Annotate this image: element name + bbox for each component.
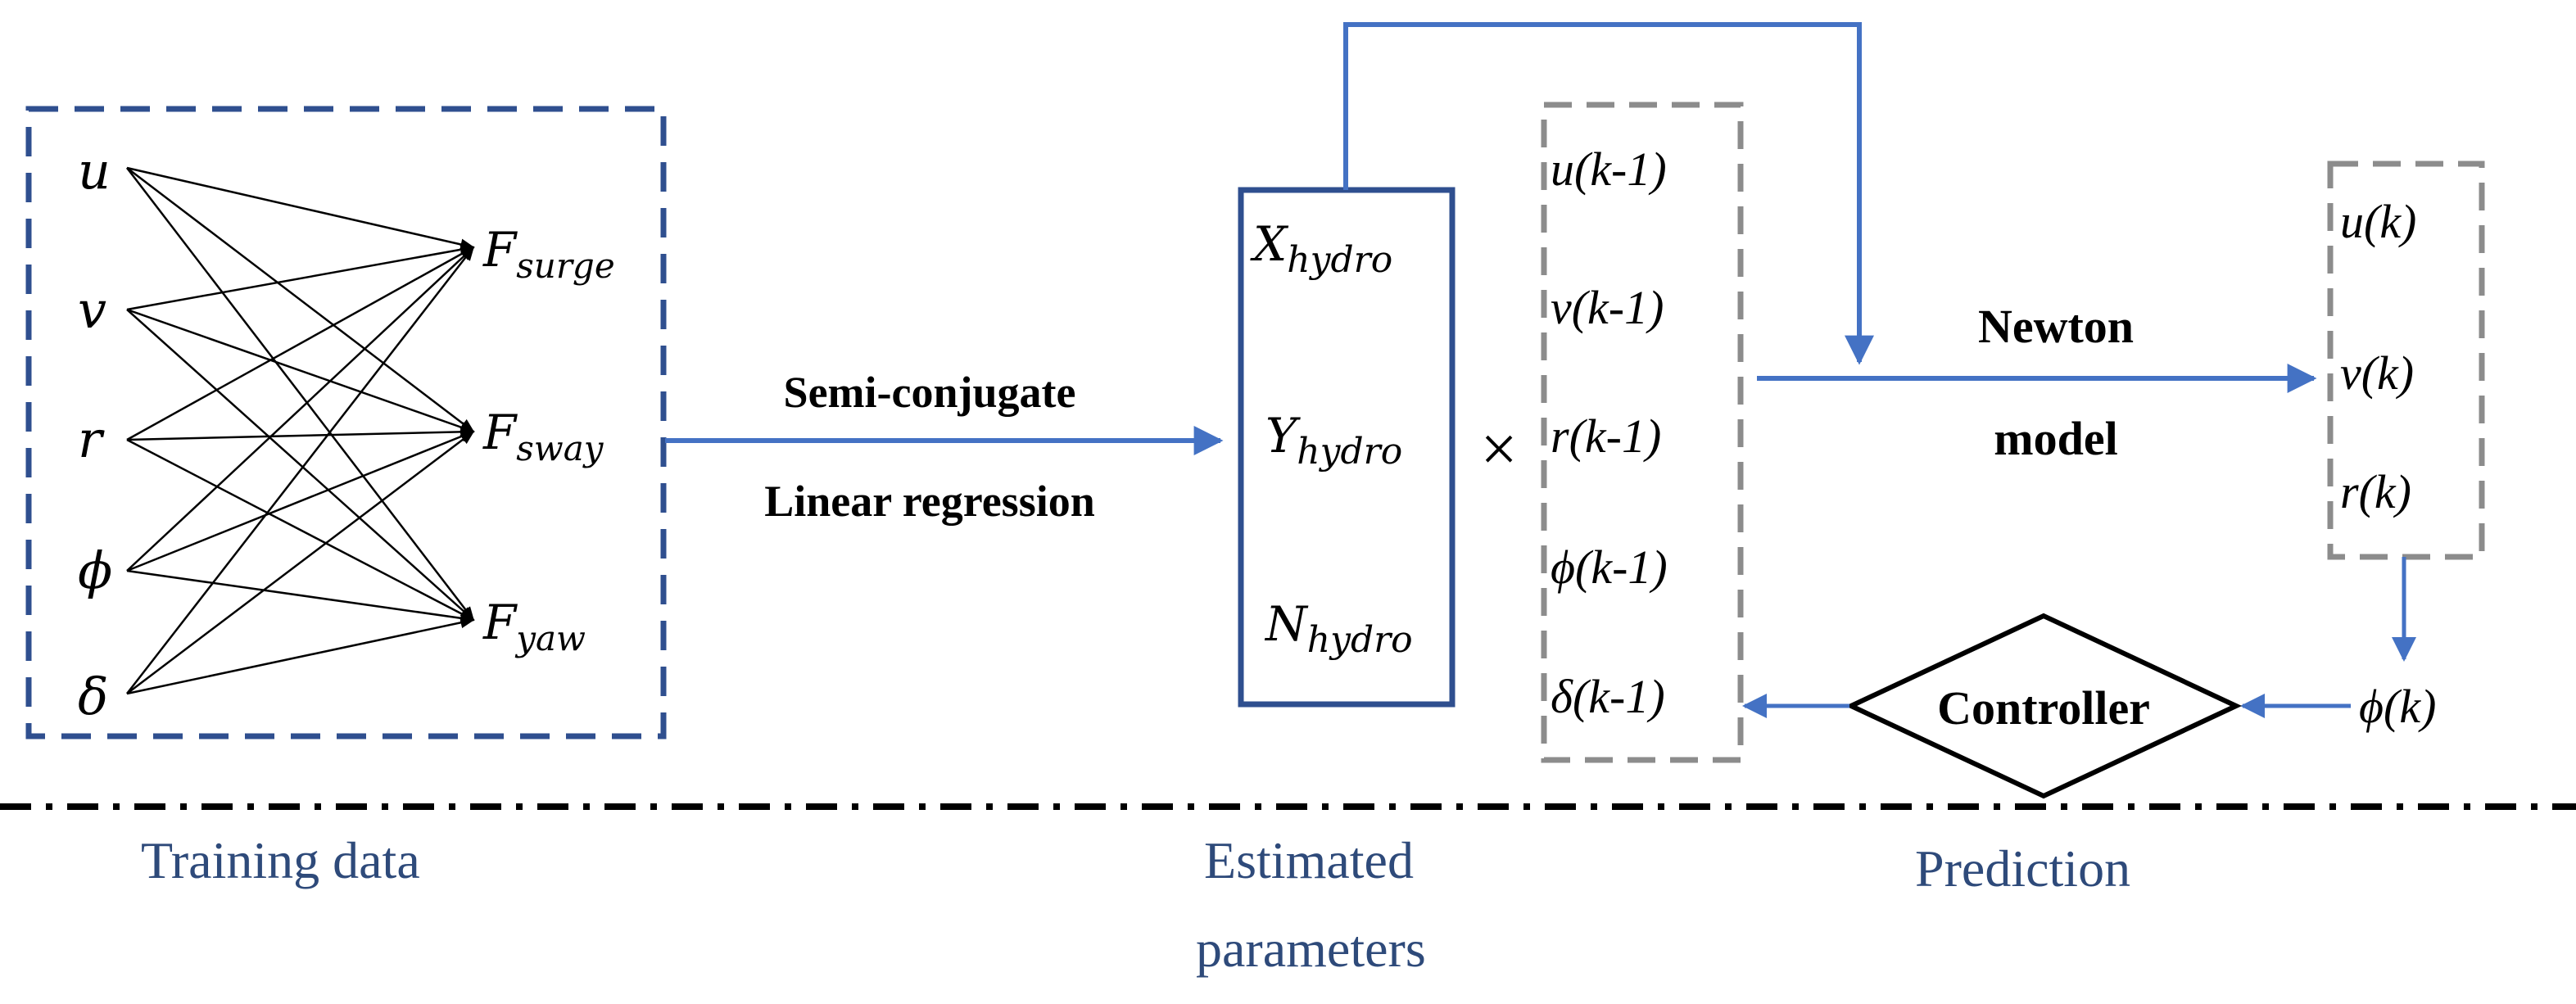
connection-line — [126, 246, 475, 572]
state-v-next: v(k) — [2340, 346, 2414, 400]
regression-label-line2: Linear regression — [764, 477, 1095, 526]
connection-line — [126, 617, 475, 695]
state-u-next: u(k) — [2340, 195, 2416, 248]
input-v-label: v — [78, 280, 106, 340]
connection-line — [126, 308, 475, 433]
state-u-prev: u(k-1) — [1551, 142, 1667, 196]
state-r-prev: r(k-1) — [1551, 409, 1661, 463]
input-u-label: u — [78, 141, 111, 201]
phi-k-label: ϕ(k) — [2359, 680, 2436, 733]
connection-line — [126, 246, 475, 441]
param-y-hydro: Yhydro — [1265, 408, 1402, 473]
controller-label: Controller — [1937, 681, 2150, 735]
param-x-hydro: Xhydro — [1250, 216, 1392, 281]
output-f-surge-label: Fsurge — [482, 222, 615, 286]
state-phi-prev: ϕ(k-1) — [1551, 540, 1668, 594]
connection-line — [126, 426, 475, 441]
output-f-sway-label: Fsway — [482, 405, 604, 468]
connection-line — [126, 309, 475, 622]
connection-line — [126, 166, 475, 251]
connection-line — [126, 167, 475, 622]
multiply-symbol: × — [1480, 414, 1517, 486]
caption-estimated: Estimated — [1204, 831, 1414, 889]
param-n-hydro: Nhydro — [1264, 596, 1413, 661]
input-delta-label: δ — [78, 667, 108, 726]
connection-line — [126, 430, 475, 694]
state-v-prev: v(k-1) — [1551, 281, 1664, 334]
regression-label-line1: Semi-conjugate — [784, 368, 1076, 417]
network-connections — [126, 166, 475, 695]
connection-line — [126, 246, 475, 694]
output-f-yaw-label: Fyaw — [482, 595, 586, 658]
caption-prediction: Prediction — [1915, 839, 2130, 898]
feedback-loop-arrow — [1343, 22, 1874, 365]
training-data-box — [25, 106, 667, 739]
state-r-next: r(k) — [2340, 465, 2411, 518]
caption-training-data: Training data — [141, 831, 420, 889]
previous-state-box — [1541, 102, 1744, 763]
newton-label-line1: Newton — [1978, 300, 2134, 353]
connection-line — [126, 243, 475, 311]
newton-label-line2: model — [1994, 412, 2117, 465]
input-phi-label: ϕ — [78, 540, 112, 600]
input-r-label: r — [78, 409, 105, 469]
connection-line — [126, 438, 475, 622]
connection-line — [126, 430, 475, 572]
controller-diamond — [1845, 613, 2243, 799]
caption-parameters: parameters — [1196, 920, 1426, 978]
state-delta-prev: δ(k-1) — [1551, 670, 1665, 723]
connection-line — [126, 167, 475, 433]
connection-line — [126, 569, 475, 624]
